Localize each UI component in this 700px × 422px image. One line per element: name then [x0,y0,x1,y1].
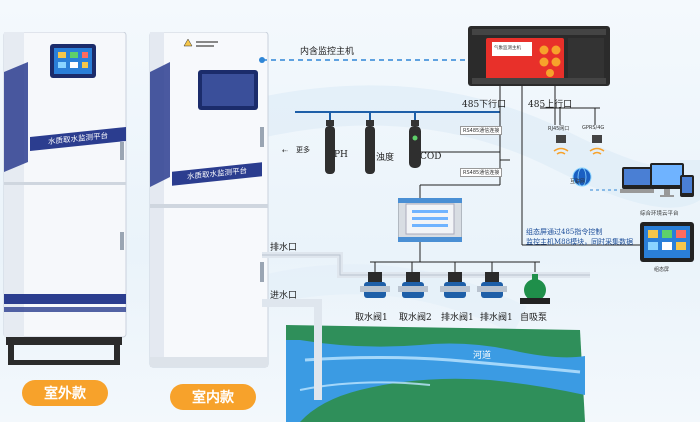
note-line-1: 组态屏通过485指令控制 [526,228,603,236]
platform-label: 综合环境云平台 [640,211,679,217]
cloud-platform-devices [620,163,694,197]
hmi-label: 组态屏 [654,267,670,273]
note-line-2: 监控主机M88模块，同时采集数据 [526,238,634,246]
valve-label-4: 排水阀1 [480,313,513,323]
rj45-label: RJ45网口 [548,126,570,132]
valves-group [360,272,550,304]
valve-label-3: 排水阀1 [441,313,474,323]
main-unit-device [468,26,610,86]
io-module [398,198,462,242]
valve-icon-3 [440,272,470,298]
valve-icon-4 [477,272,507,298]
valve-icon-1 [360,272,390,298]
transmitter-tag-2: RS485通信连接 [460,168,503,177]
outdoor-cabinet: 水质取水监测平台 [0,31,132,372]
sensor-ph-label: PH [334,150,348,160]
more-arrow-icon: ⇠ [282,148,288,155]
main-unit-label: 内含监控主机 [300,47,355,57]
inlet-port-label: 进水口 [270,291,298,301]
main-unit-title: 气象监测主机 [494,46,521,51]
indoor-cabinet: 水质取水监测平台 [148,31,273,372]
indoor-cabinet-body [149,31,269,368]
indoor-badge: 室内款 [170,384,256,410]
sensor-turbidity-label: 浊度 [376,153,395,163]
outdoor-badge: 室外款 [22,380,108,406]
drain-port-label: 排水口 [270,243,298,253]
internet-label: 互联网 [570,179,586,185]
hmi-screen [640,222,694,262]
pump-icon [520,274,550,304]
pump-label: 自吸泵 [520,313,548,323]
main-monitoring-unit: 气象监测主机 [468,26,610,86]
sensors-group [325,120,421,174]
port-down-label: 485下行口 [462,100,507,110]
gprs-label: GPRS/4G [582,125,605,131]
valve-label-1: 取水阀1 [355,313,388,323]
river-label: 河道 [473,351,492,361]
valve-label-2: 取水阀2 [399,313,432,323]
transmitter-tag-1: RS485通信连接 [460,126,503,135]
outdoor-cabinet-body [3,31,127,365]
sensor-more-label: 更多 [296,146,310,154]
sensor-cod-label: COD [420,152,442,162]
port-up-label: 485上行口 [528,100,573,110]
wireless-icons [553,135,605,187]
valve-icon-2 [398,272,428,298]
